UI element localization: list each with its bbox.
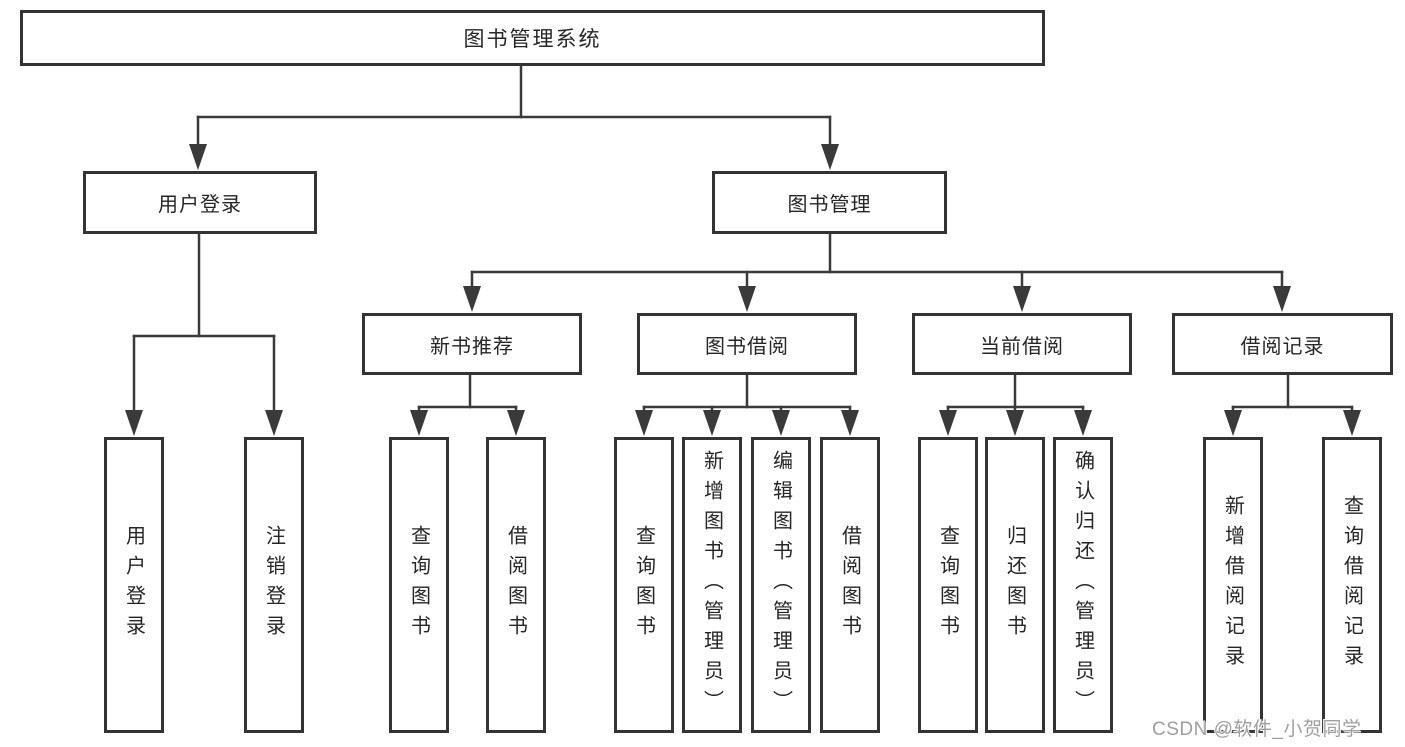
node-book-borrowing: 图书借阅	[637, 313, 857, 375]
leaf-query-books-current: 查询图书	[918, 437, 978, 733]
leaf-query-borrow-record: 查询借阅记录	[1322, 437, 1382, 733]
leaf-add-borrow-record: 新增借阅记录	[1203, 437, 1263, 733]
node-borrowing-records: 借阅记录	[1172, 313, 1393, 375]
leaf-add-books-admin: 新增图书（管理员）	[682, 437, 742, 733]
node-library-management-system: 图书管理系统	[20, 10, 1045, 66]
leaf-edit-books-admin: 编辑图书（管理员）	[751, 437, 811, 733]
leaf-query-books-recommend: 查询图书	[389, 437, 449, 733]
leaf-borrow-books-recommend: 借阅图书	[486, 437, 546, 733]
node-new-book-recommendation: 新书推荐	[362, 313, 582, 375]
leaf-logout: 注销登录	[244, 437, 304, 733]
leaf-confirm-return-admin: 确认归还（管理员）	[1053, 437, 1113, 733]
csdn-watermark: CSDN @软件_小贺同学	[1152, 719, 1362, 740]
leaf-borrow-books: 借阅图书	[820, 437, 880, 733]
leaf-return-books: 归还图书	[985, 437, 1045, 733]
node-current-borrowing: 当前借阅	[912, 313, 1132, 375]
node-user-login: 用户登录	[83, 171, 317, 234]
leaf-query-books-borrowing: 查询图书	[614, 437, 674, 733]
leaf-user-login: 用户登录	[104, 437, 164, 733]
node-book-management: 图书管理	[712, 171, 947, 234]
